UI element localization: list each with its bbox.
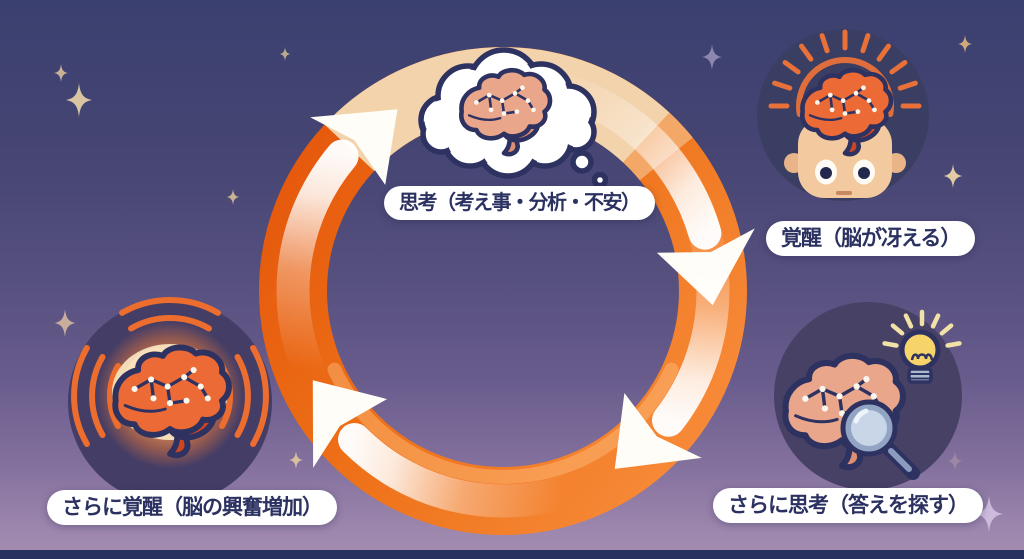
magnifier-icon <box>840 399 920 480</box>
label-more-thinking: さらに思考（答えを探す） <box>713 488 983 524</box>
bottom-strip <box>0 550 1024 559</box>
thought-bubble-brain-icon <box>418 47 609 189</box>
brain-magnifier-lightbulb-icon <box>774 302 962 490</box>
head-glowing-brain-icon <box>757 29 929 201</box>
cycle-arrow-bottom-right <box>614 189 730 469</box>
brain-rays <box>768 29 922 109</box>
brain-radiating-waves-icon <box>68 297 272 504</box>
label-arousal: 覚醒（脳が冴える） <box>766 221 976 257</box>
cycle-arrows <box>276 69 755 518</box>
cycle-arrow-top-left <box>276 109 398 387</box>
lightbulb-icon <box>882 309 962 384</box>
eyes <box>815 159 875 185</box>
label-more-arousal: さらに覚醒（脳の興奮増加） <box>47 490 337 526</box>
cycle-arrow-bottom-left <box>312 380 581 518</box>
label-thinking: 思考（考え事・分析・不安） <box>384 186 655 220</box>
